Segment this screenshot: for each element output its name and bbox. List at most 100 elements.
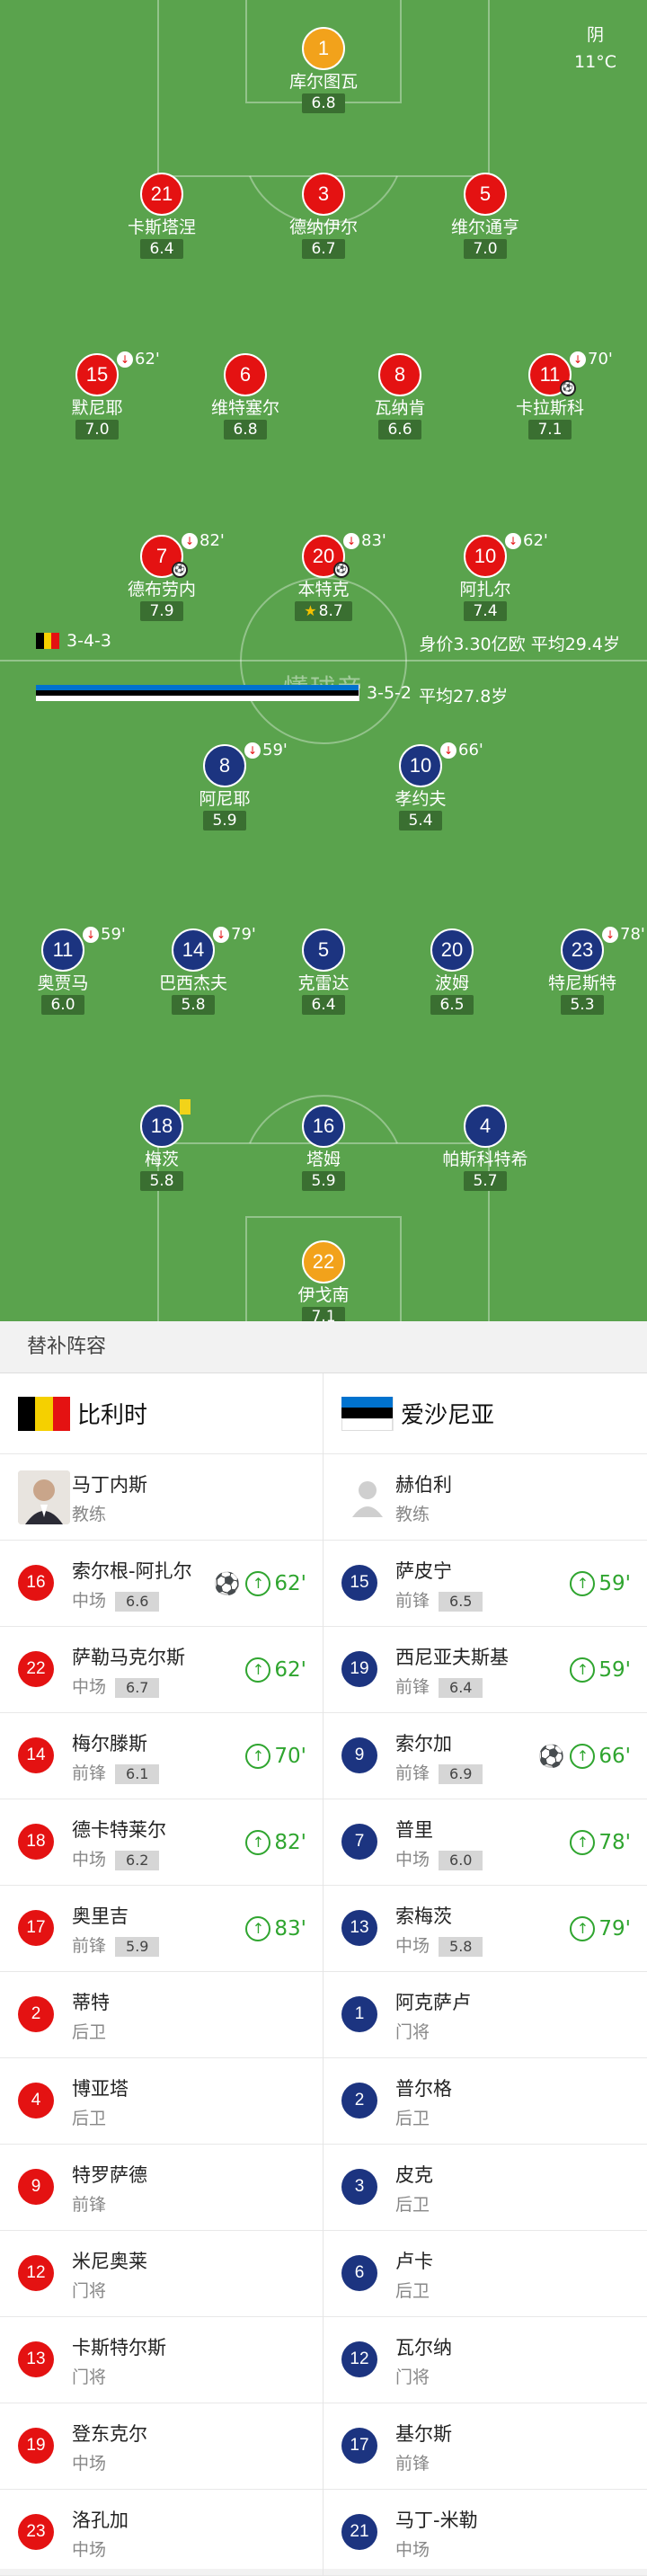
home-team-header[interactable]: 比利时 — [0, 1373, 323, 1454]
position-label: 后卫 — [72, 2109, 107, 2128]
player-rating: 6.5 — [439, 1592, 483, 1612]
player-position: 前锋 — [72, 2191, 106, 2216]
shirt-number: 14 — [172, 928, 215, 972]
away-team-header[interactable]: 爱沙尼亚 — [324, 1373, 647, 1454]
sub-in-info: ↑78' — [570, 1830, 631, 1855]
position-label: 门将 — [395, 2022, 430, 2042]
player-position: 后卫 — [72, 2105, 106, 2129]
home-coach-row[interactable]: 马丁内斯 教练 — [0, 1454, 323, 1541]
player-rating: 5.3 — [561, 995, 604, 1015]
position-label: 中场 — [72, 2540, 107, 2560]
player-name: 克雷达 — [297, 973, 350, 993]
coach-name: 马丁内斯 — [72, 1474, 147, 1496]
player-rating: 6.7 — [115, 1678, 160, 1698]
coach-role: 教练 — [395, 1505, 430, 1524]
player-name: 瓦纳肯 — [374, 398, 426, 418]
sub-off-indicator: ↓62' — [505, 531, 548, 550]
player-name: 波姆 — [434, 973, 469, 993]
shirt-number: 9 — [18, 2169, 54, 2205]
player-name: 梅尔滕斯 — [72, 1733, 147, 1754]
player-rating: 6.0 — [439, 1851, 483, 1870]
home-player-20[interactable]: 20↓83'⚽本特克★8.7 — [256, 531, 391, 621]
player-name: 塔姆 — [306, 1150, 341, 1169]
home-team-name: 比利时 — [77, 1402, 148, 1429]
rating-value: 6.7 — [311, 240, 336, 258]
player-name: 西尼亚夫斯基 — [395, 1647, 509, 1668]
position-label: 前锋 — [395, 1763, 430, 1783]
sub-out-icon: ↓ — [83, 926, 99, 943]
player-name: 索尔根-阿扎尔 — [72, 1560, 192, 1582]
sub-minute: 79' — [598, 1917, 631, 1941]
shirt-number: 2 — [341, 2083, 377, 2119]
shirt-number: 6 — [341, 2255, 377, 2291]
player-position: 后卫 — [72, 2019, 106, 2043]
player-rating: 7.0 — [464, 239, 507, 259]
sub-off-indicator: ↓78' — [602, 925, 645, 944]
player-name: 梅茨 — [144, 1150, 179, 1169]
sub-minute: 78' — [620, 925, 645, 944]
player-position: 后卫 — [395, 2191, 430, 2216]
weather-info: 阴 11°C — [574, 22, 616, 76]
weather-condition: 阴 — [587, 25, 605, 45]
sub-in-icon: ↑ — [570, 1916, 596, 1941]
shirt-number: 22 — [18, 1651, 54, 1687]
away-coach-row[interactable]: 赫伯利 教练 — [324, 1454, 647, 1541]
sub-minute: 62' — [274, 1572, 306, 1595]
position-label: 中场 — [72, 1850, 107, 1870]
position-label: 后卫 — [395, 2195, 430, 2215]
sub-out-icon: ↓ — [213, 926, 229, 943]
shirt-number: 11 — [41, 928, 84, 972]
sub-in-icon: ↑ — [245, 1830, 271, 1855]
player-position: 门将 — [395, 2364, 430, 2388]
player-name: 普里 — [395, 1819, 433, 1841]
player-rating: 6.1 — [115, 1764, 160, 1784]
